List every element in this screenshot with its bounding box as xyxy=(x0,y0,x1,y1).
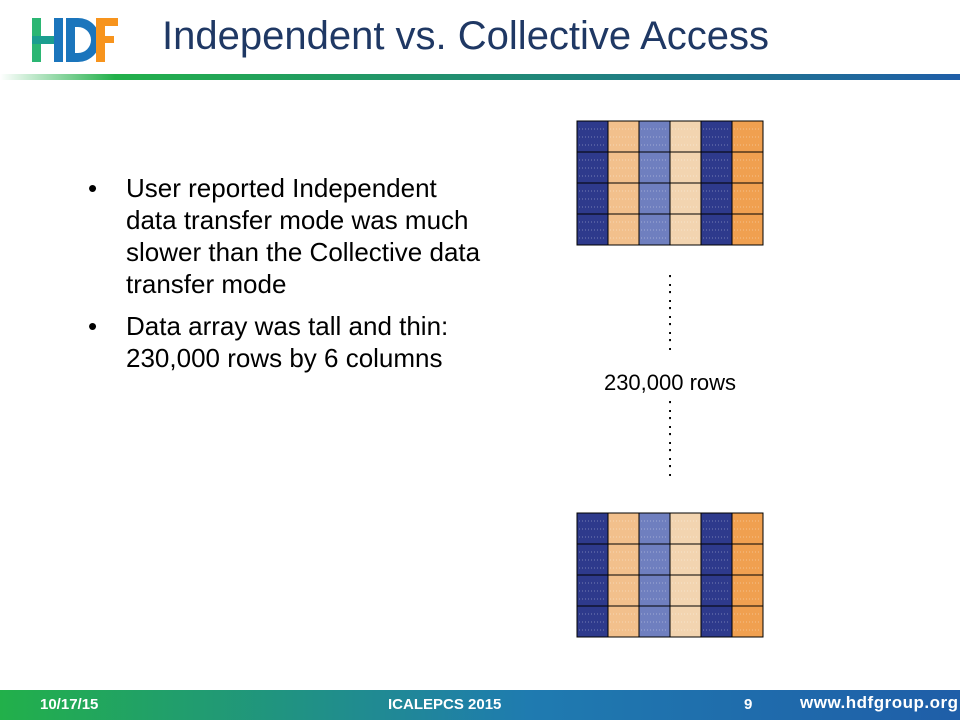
ellipsis-dot: : xyxy=(667,333,673,355)
array-cell xyxy=(731,151,764,184)
title-divider xyxy=(0,74,960,80)
array-cell xyxy=(731,543,764,576)
array-cell xyxy=(638,182,671,215)
array-cell xyxy=(607,213,640,246)
ellipsis-dot: : xyxy=(667,427,673,449)
array-cell xyxy=(576,182,609,215)
array-cell xyxy=(731,512,764,545)
array-cell xyxy=(638,574,671,607)
array-cell xyxy=(731,213,764,246)
array-cell xyxy=(576,213,609,246)
footer-conference: ICALEPCS 2015 xyxy=(388,696,502,713)
footer-bar xyxy=(0,690,960,720)
page-number: 9 xyxy=(744,696,753,713)
array-cell xyxy=(607,512,640,545)
ellipsis-dot: : xyxy=(667,411,673,433)
array-block-top xyxy=(576,120,764,246)
bullet-item: • User reported Independent data transfe… xyxy=(88,172,488,300)
bullet-text: Data array was tall and thin: 230,000 ro… xyxy=(126,311,449,373)
ellipsis-top: : : : : : xyxy=(650,269,690,355)
array-cell xyxy=(607,120,640,153)
ellipsis-dot: : xyxy=(667,285,673,307)
slide-title: Independent vs. Collective Access xyxy=(162,14,770,58)
bullet-symbol: • xyxy=(88,173,98,203)
array-cell xyxy=(700,151,733,184)
ellipsis-dot: : xyxy=(667,317,673,339)
array-cell xyxy=(731,182,764,215)
array-cell xyxy=(638,213,671,246)
array-cell xyxy=(669,574,702,607)
array-cell xyxy=(731,605,764,638)
array-cell xyxy=(638,151,671,184)
ellipsis-dot: : xyxy=(667,459,673,481)
bullet-item: • Data array was tall and thin: 230,000 … xyxy=(88,310,488,374)
bullet-symbol: • xyxy=(88,311,98,341)
array-cell xyxy=(669,605,702,638)
footer-date: 10/17/15 xyxy=(40,696,99,713)
array-cell xyxy=(576,605,609,638)
ellipsis-dot: : xyxy=(667,269,673,291)
array-cell xyxy=(638,543,671,576)
array-cell xyxy=(607,182,640,215)
array-cell xyxy=(669,512,702,545)
array-cell xyxy=(607,605,640,638)
array-cell xyxy=(638,512,671,545)
array-cell xyxy=(669,543,702,576)
footer-url: www.hdfgroup.org xyxy=(800,693,959,712)
array-cell xyxy=(669,151,702,184)
ellipsis-dot: : xyxy=(667,443,673,465)
hdf-logo xyxy=(32,18,118,62)
ellipsis-dot: : xyxy=(667,301,673,323)
ellipsis-bottom: : : : : : xyxy=(650,395,690,481)
bullet-list: • User reported Independent data transfe… xyxy=(88,172,488,384)
rows-label: 230,000 rows xyxy=(603,370,737,395)
bullet-text: User reported Independent data transfer … xyxy=(126,173,481,299)
array-cell xyxy=(731,120,764,153)
array-cell xyxy=(700,213,733,246)
ellipsis-dot: : xyxy=(667,395,673,417)
array-cell xyxy=(700,605,733,638)
array-cell xyxy=(700,574,733,607)
array-block-bottom xyxy=(576,512,764,638)
array-cell xyxy=(638,605,671,638)
